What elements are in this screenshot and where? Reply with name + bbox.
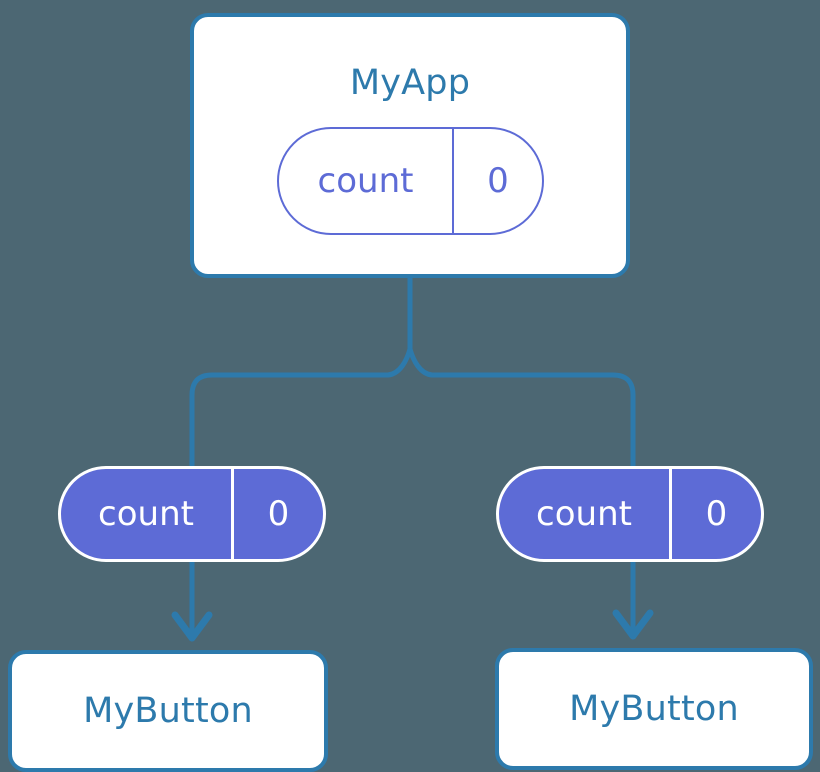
state-pill-child-left-value: 0 bbox=[231, 469, 323, 559]
branch-line-left bbox=[189, 348, 413, 466]
branch-line-right bbox=[407, 348, 636, 466]
state-pill-root-value: 0 bbox=[452, 129, 542, 233]
component-card-child-right[interactable]: MyButton bbox=[495, 648, 813, 770]
state-pill-child-right-value: 0 bbox=[669, 469, 761, 559]
arrow-head-right-icon bbox=[612, 609, 654, 640]
state-pill-child-right-key: count bbox=[536, 494, 632, 534]
state-pill-root[interactable]: count 0 bbox=[277, 127, 544, 235]
component-title-child-right: MyButton bbox=[569, 688, 739, 729]
component-title-child-left: MyButton bbox=[83, 690, 253, 731]
state-pill-child-left-key: count bbox=[98, 494, 194, 534]
state-pill-root-key: count bbox=[317, 161, 414, 201]
component-card-child-left[interactable]: MyButton bbox=[8, 650, 328, 772]
state-pill-child-right[interactable]: count 0 bbox=[496, 466, 764, 562]
component-title-root: MyApp bbox=[349, 63, 471, 103]
arrow-head-left-icon bbox=[171, 611, 213, 642]
state-pill-child-left[interactable]: count 0 bbox=[58, 466, 326, 562]
